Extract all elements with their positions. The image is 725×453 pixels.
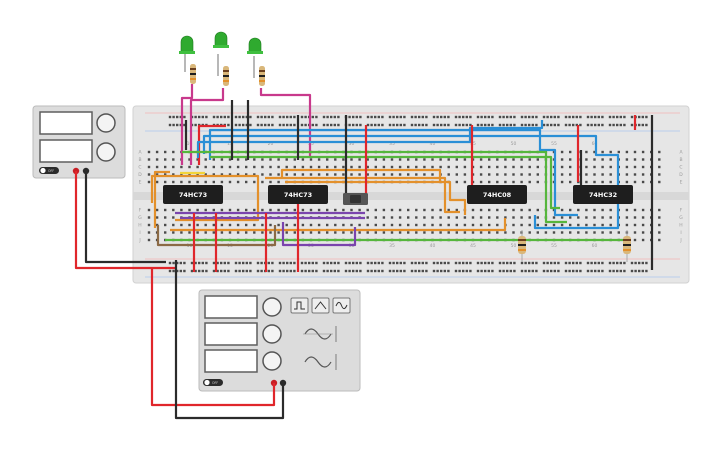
row-letter: F	[139, 208, 142, 214]
resistor	[518, 230, 526, 262]
power-switch-knob	[40, 167, 46, 174]
row-letter: C	[138, 165, 141, 171]
wire-blue	[202, 134, 620, 230]
column-number: 15	[227, 141, 233, 147]
voltage-display	[39, 111, 93, 135]
column-number: 50	[511, 141, 517, 147]
frequency-display	[204, 295, 258, 319]
row-letter: A	[679, 150, 683, 156]
power-switch-label: OFF	[48, 169, 54, 173]
row-letter: G	[138, 215, 142, 221]
breadboard-wires	[150, 84, 654, 272]
row-letter: G	[679, 215, 683, 221]
ic-chip-74hc73-b[interactable]: 74HC73	[268, 185, 328, 204]
wire-orange	[150, 174, 260, 222]
generator-switch-knob	[204, 379, 210, 386]
row-letter: D	[138, 172, 142, 178]
push-button[interactable]	[343, 193, 368, 205]
wire-red	[74, 171, 175, 270]
wire-blue	[208, 128, 578, 217]
row-letter: A	[138, 150, 142, 156]
column-number: 20	[268, 141, 274, 147]
voltage-knob[interactable]	[96, 113, 116, 133]
chip-label: 74HC73	[179, 191, 207, 199]
chip-label: 74HC32	[589, 191, 617, 199]
current-knob[interactable]	[96, 142, 116, 162]
triangle-wave-icon	[314, 301, 327, 310]
column-number: 35	[389, 141, 395, 147]
led-indicator	[247, 37, 265, 86]
column-number: 10	[187, 141, 193, 147]
wire-green	[210, 155, 560, 210]
row-letter: J	[679, 238, 681, 244]
ic-chip-74hc73-a[interactable]: 74HC73	[163, 185, 223, 204]
ic-chip-74hc08[interactable]: 74HC08	[467, 185, 527, 204]
sine-wave-icon	[335, 301, 348, 310]
led-indicator	[213, 31, 229, 86]
row-letter: E	[680, 180, 683, 186]
led-indicator	[179, 35, 196, 84]
triangle-wave-button[interactable]	[311, 297, 330, 314]
column-number: 40	[430, 243, 436, 249]
wire-purple	[281, 222, 357, 247]
column-number: 55	[551, 141, 557, 147]
wire-black	[84, 171, 166, 264]
square-wave-button[interactable]	[290, 297, 309, 314]
breadboard-holes	[147, 115, 661, 273]
frequency-knob[interactable]	[262, 297, 282, 317]
wire-magenta	[259, 88, 312, 158]
column-number: 45	[470, 243, 476, 249]
row-letter: B	[138, 157, 141, 163]
resistor	[623, 230, 631, 262]
column-number: 40	[430, 141, 436, 147]
offset-display	[204, 349, 258, 373]
column-number: 55	[551, 243, 557, 249]
led-green	[180, 35, 194, 53]
wire-magenta	[189, 88, 225, 165]
row-letter: C	[679, 165, 682, 171]
wire-orange	[265, 176, 460, 214]
row-letter: I	[680, 230, 681, 236]
offset-knob[interactable]	[262, 351, 282, 371]
chip-label: 74HC73	[284, 191, 312, 199]
led-green	[214, 31, 228, 47]
column-number: 60	[592, 243, 598, 249]
external-wires	[74, 171, 285, 420]
wire-black	[174, 260, 285, 420]
generator-switch-label: OFF	[212, 381, 218, 385]
wire-magenta	[180, 84, 194, 165]
wire-orange	[285, 180, 467, 215]
amplitude-display	[204, 322, 258, 346]
wire-orange	[153, 170, 170, 228]
wire-red	[150, 267, 276, 407]
dc-power-supply[interactable]: OFF	[32, 105, 126, 179]
led-green	[248, 37, 262, 53]
offset-wave-icon	[304, 356, 332, 368]
row-letter: J	[138, 238, 140, 244]
wire-orange	[170, 218, 507, 232]
column-number: 50	[511, 243, 517, 249]
function-generator[interactable]: OFF	[198, 289, 361, 392]
column-number: 30	[349, 141, 355, 147]
ic-chip-74hc32[interactable]: 74HC32	[573, 185, 633, 204]
current-display	[39, 139, 93, 163]
row-letter: H	[138, 223, 141, 229]
column-number: 60	[592, 141, 598, 147]
column-number: 35	[389, 243, 395, 249]
wire-orange	[280, 168, 442, 183]
row-letter: B	[679, 157, 682, 163]
breadboard-center-channel	[133, 192, 689, 200]
row-letter: F	[680, 208, 683, 214]
square-wave-icon	[294, 301, 305, 310]
row-letter: H	[679, 223, 682, 229]
row-letter: E	[139, 180, 142, 186]
row-letter: D	[679, 172, 683, 178]
chip-label: 74HC08	[483, 191, 512, 199]
amplitude-knob[interactable]	[262, 324, 282, 344]
wire-green	[182, 150, 567, 224]
row-letter: I	[139, 230, 140, 236]
